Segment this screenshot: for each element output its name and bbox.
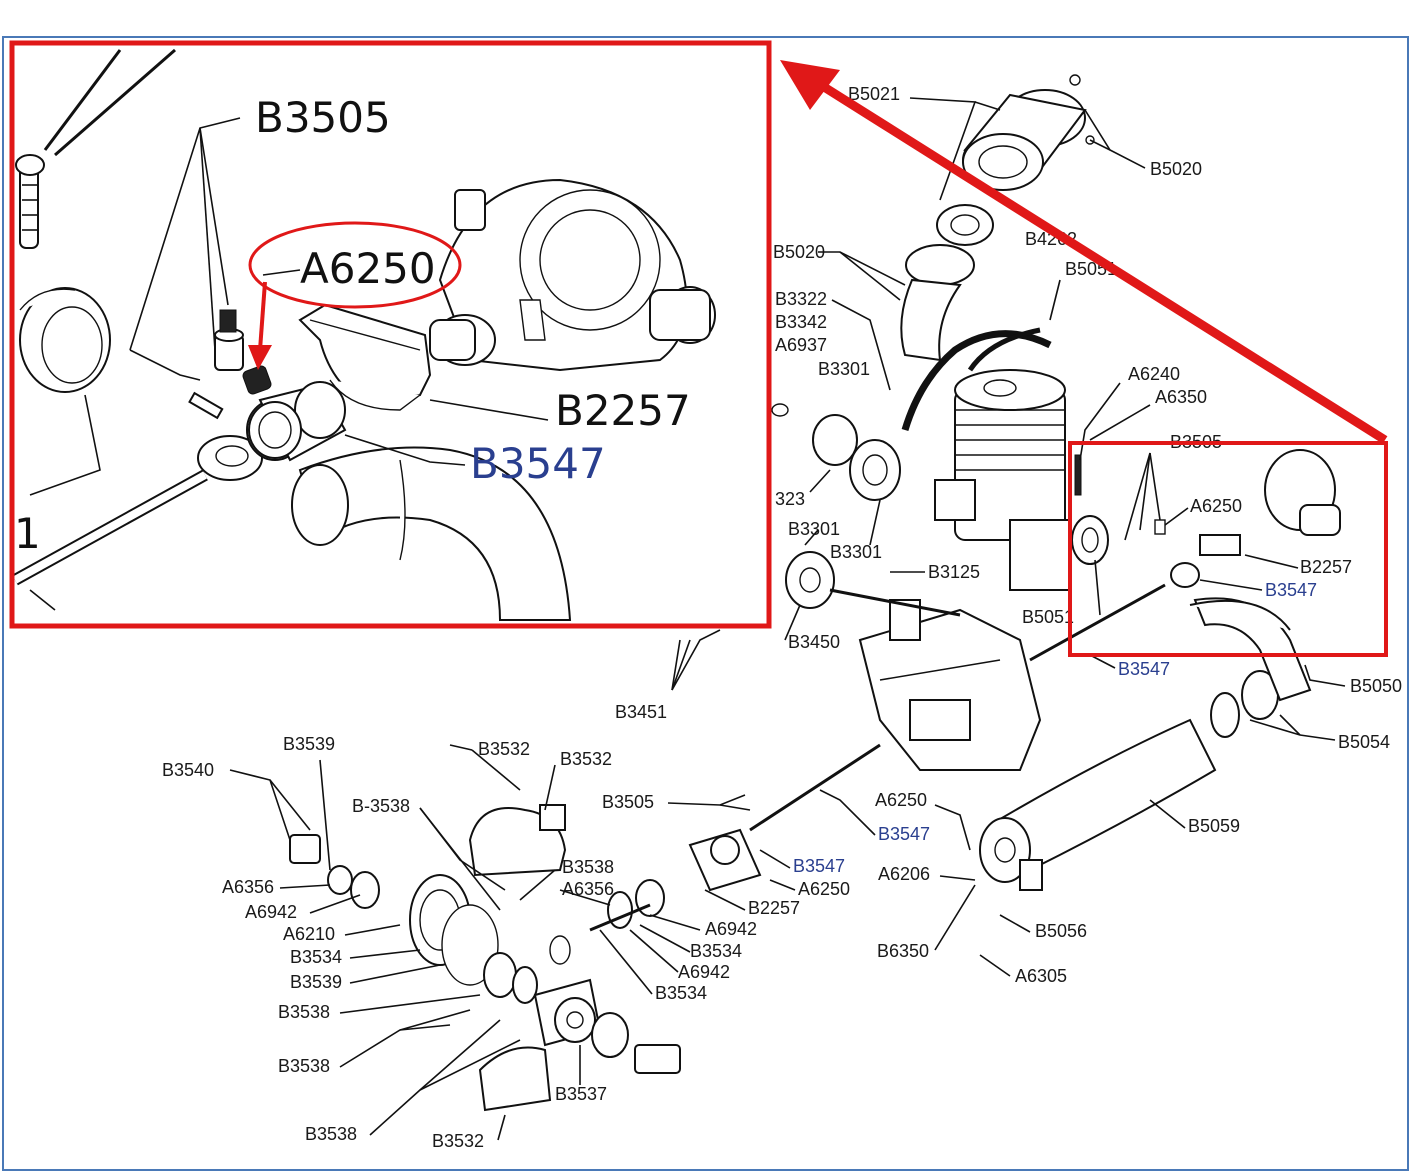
label: A6942 [705,919,757,939]
label: B3537 [555,1084,607,1104]
label: B5051 [1022,607,1074,627]
exhaust-pipe [979,597,1312,891]
label: B2257 [1300,557,1352,577]
label: A6937 [775,335,827,355]
label: B3342 [775,312,827,332]
label: B3547 [1118,659,1170,679]
rear-diff [289,804,762,1112]
label: B3547 [878,824,930,844]
label: B2257 [748,898,800,918]
label: B3538 [278,1002,330,1022]
label: B3539 [290,972,342,992]
label-b2257: B2257 [555,386,691,435]
center-gearbox [858,599,1042,771]
right-inset-parts [1029,449,1341,662]
label: B3538 [305,1124,357,1144]
label: A6942 [245,902,297,922]
label-b3547: B3547 [470,439,606,488]
label: B3301 [830,542,882,562]
main-diagram: B5021 B5020 B5020 B4262 B5051 B3322 B334… [162,74,1402,1151]
label: B3125 [928,562,980,582]
engine [934,369,1071,591]
label: B5059 [1188,816,1240,836]
label: B3301 [788,519,840,539]
right-highlight-box [1068,441,1388,657]
inset-diff-housing [429,178,716,372]
inset-border [9,40,772,629]
label: B3322 [775,289,827,309]
label: B5020 [1150,159,1202,179]
label: B5056 [1035,921,1087,941]
label: A6356 [222,877,274,897]
label: B3532 [432,1131,484,1151]
label: B5021 [848,84,900,104]
label: A6305 [1015,966,1067,986]
label: B5020 [773,242,825,262]
label: 323 [775,489,805,509]
label-edge: 1 [14,509,41,558]
label: B3547 [793,856,845,876]
label-a6250: A6250 [300,244,436,293]
label: A6942 [678,962,730,982]
label: B3301 [818,359,870,379]
label: B3534 [655,983,707,1003]
zoom-pointer-arrow [780,60,1388,444]
label: A6206 [878,864,930,884]
label: B3450 [788,632,840,652]
label: A6350 [1155,387,1207,407]
label: A6240 [1128,364,1180,384]
label: B3540 [162,760,214,780]
label: A6250 [798,879,850,899]
main-labels: B5021 B5020 B5020 B4262 B5051 B3322 B334… [162,84,1402,1151]
zoom-inset: B3505 A6250 B2257 B3547 1 [9,40,772,629]
label: B3451 [615,702,667,722]
label: B3534 [690,941,742,961]
label: B3505 [602,792,654,812]
label: A6250 [1190,496,1242,516]
inset-leader-lines [29,117,549,611]
label: B5050 [1350,676,1402,696]
label: B3532 [478,739,530,759]
label: B3547 [1265,580,1317,600]
label: B3532 [560,749,612,769]
label: B-3538 [352,796,410,816]
label: A6250 [875,790,927,810]
outer-border [2,36,1409,1171]
label: B5054 [1338,732,1390,752]
label: A6356 [562,879,614,899]
highlight-circle [248,221,462,309]
label: B3538 [562,857,614,877]
label: B6350 [877,941,929,961]
air-filter [900,74,1095,362]
label: B3538 [278,1056,330,1076]
label-b3505: B3505 [255,93,391,142]
label: B3534 [290,947,342,967]
leader-lines [229,97,1346,1141]
label: A6210 [283,924,335,944]
label: B3539 [283,734,335,754]
